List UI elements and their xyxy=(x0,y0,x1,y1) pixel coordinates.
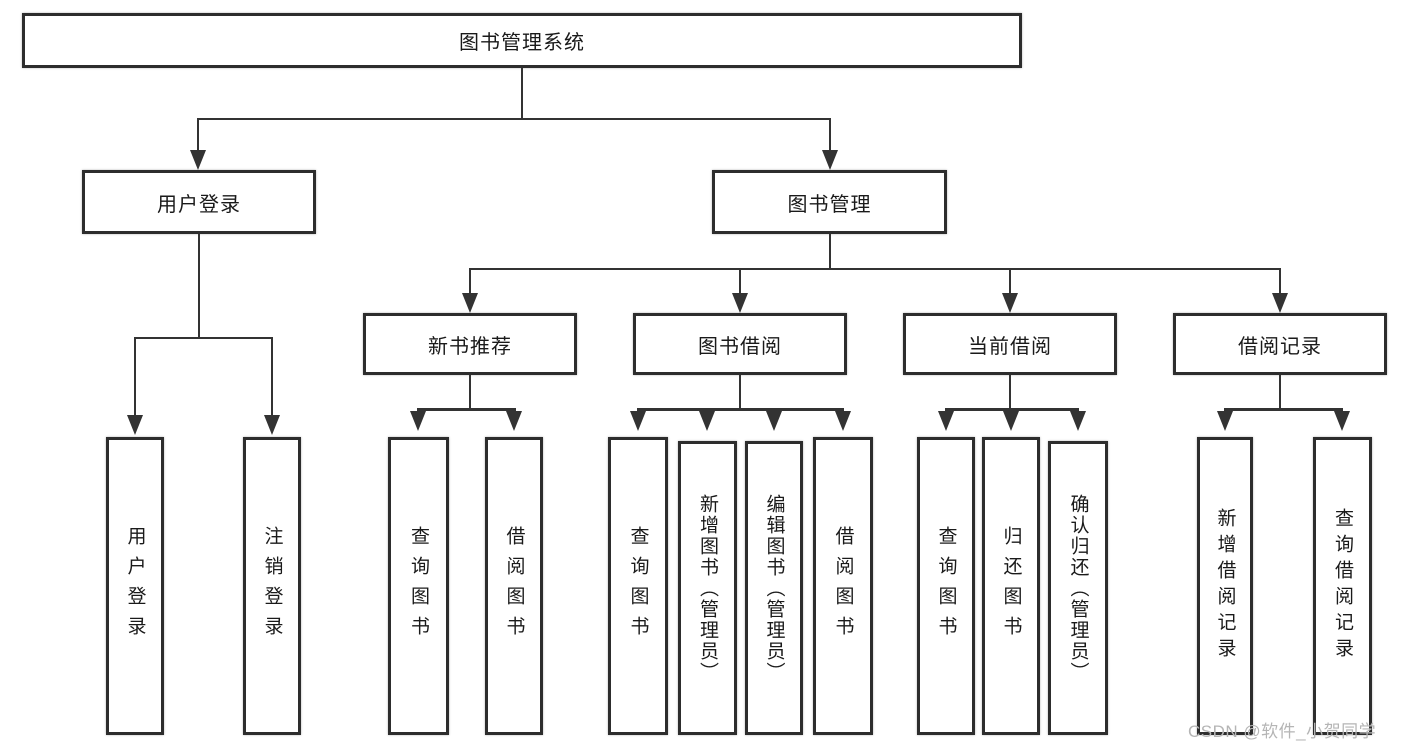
arrowhead-icon xyxy=(1334,411,1350,431)
connector-line xyxy=(829,118,831,152)
node-bb-edit-book-label: 编辑图书（管理员） xyxy=(763,493,785,683)
node-bb-add-book-label: 新增图书（管理员） xyxy=(697,493,718,683)
node-logout-label: 注销登录 xyxy=(261,526,283,646)
connector-line xyxy=(945,408,1079,411)
connector-line xyxy=(271,337,273,415)
connector-line xyxy=(197,118,831,120)
arrowhead-icon xyxy=(462,293,478,313)
node-br-add-record: 新增借阅记录 xyxy=(1197,437,1253,735)
node-book-borrow-label: 图书借阅 xyxy=(698,335,782,358)
arrowhead-icon xyxy=(264,415,280,435)
arrowhead-icon xyxy=(630,411,646,431)
csdn-watermark: CSDN @软件_小贺同学 xyxy=(1188,722,1377,741)
node-bb-query-book: 查询图书 xyxy=(608,437,668,735)
node-rec-query-book: 查询图书 xyxy=(388,437,449,735)
node-cb-query-book: 查询图书 xyxy=(917,437,975,735)
arrowhead-icon xyxy=(410,411,426,431)
arrowhead-icon xyxy=(699,411,715,431)
connector-line xyxy=(1009,268,1011,294)
node-current-borrow: 当前借阅 xyxy=(903,313,1117,375)
arrowhead-icon xyxy=(835,411,851,431)
node-br-add-record-label: 新增借阅记录 xyxy=(1214,508,1236,664)
connector-line xyxy=(469,268,471,294)
arrowhead-icon xyxy=(732,293,748,313)
node-cb-return-book-label: 归还图书 xyxy=(1000,526,1022,646)
connector-line xyxy=(198,234,200,337)
arrowhead-icon xyxy=(938,411,954,431)
node-logout: 注销登录 xyxy=(243,437,301,735)
connector-line xyxy=(197,118,199,152)
connector-line xyxy=(469,268,1281,270)
arrowhead-icon xyxy=(1003,411,1019,431)
node-cb-confirm-return-label: 确认归还（管理员） xyxy=(1067,493,1089,683)
node-user-login: 用户登录 xyxy=(106,437,164,735)
node-bb-add-book: 新增图书（管理员） xyxy=(678,441,737,735)
node-root: 图书管理系统 xyxy=(22,13,1022,68)
node-borrow-record: 借阅记录 xyxy=(1173,313,1387,375)
connector-line xyxy=(134,337,273,339)
connector-line xyxy=(134,337,136,415)
node-root-label: 图书管理系统 xyxy=(459,32,585,54)
connector-line xyxy=(417,408,516,411)
node-cb-query-book-label: 查询图书 xyxy=(935,526,957,646)
arrowhead-icon xyxy=(1217,411,1233,431)
node-bb-borrow-book: 借阅图书 xyxy=(813,437,873,735)
node-borrow-record-label: 借阅记录 xyxy=(1238,335,1322,358)
node-book-mgmt: 图书管理 xyxy=(712,170,947,234)
node-book-mgmt-label: 图书管理 xyxy=(787,193,872,216)
connector-line xyxy=(521,68,523,118)
node-rec-query-book-label: 查询图书 xyxy=(408,526,429,646)
node-rec-borrow-book-label: 借阅图书 xyxy=(503,526,525,646)
connector-line xyxy=(1224,408,1343,411)
node-br-query-record: 查询借阅记录 xyxy=(1313,437,1372,735)
arrowhead-icon xyxy=(766,411,782,431)
connector-line xyxy=(469,375,471,408)
arrowhead-icon xyxy=(506,411,522,431)
node-br-query-record-label: 查询借阅记录 xyxy=(1332,508,1353,664)
node-cb-confirm-return: 确认归还（管理员） xyxy=(1048,441,1108,735)
connector-line xyxy=(637,408,844,411)
node-book-borrow: 图书借阅 xyxy=(633,313,847,375)
node-user-login-group: 用户登录 xyxy=(82,170,316,234)
connector-line xyxy=(1279,375,1281,408)
arrowhead-icon xyxy=(822,150,838,170)
connector-line xyxy=(739,375,741,408)
connector-line xyxy=(1279,268,1281,294)
arrowhead-icon xyxy=(1272,293,1288,313)
arrowhead-icon xyxy=(127,415,143,435)
node-current-borrow-label: 当前借阅 xyxy=(968,335,1052,358)
node-rec-borrow-book: 借阅图书 xyxy=(485,437,543,735)
node-new-book-rec-label: 新书推荐 xyxy=(428,335,512,358)
connector-line xyxy=(1009,375,1011,408)
node-new-book-rec: 新书推荐 xyxy=(363,313,577,375)
node-bb-edit-book: 编辑图书（管理员） xyxy=(745,441,803,735)
node-bb-borrow-book-label: 借阅图书 xyxy=(832,526,854,646)
node-bb-query-book-label: 查询图书 xyxy=(627,526,649,646)
node-cb-return-book: 归还图书 xyxy=(982,437,1040,735)
arrowhead-icon xyxy=(190,150,206,170)
connector-line xyxy=(829,234,831,268)
node-user-login-group-label: 用户登录 xyxy=(157,193,241,216)
arrowhead-icon xyxy=(1002,293,1018,313)
arrowhead-icon xyxy=(1070,411,1086,431)
node-user-login-label: 用户登录 xyxy=(124,526,146,646)
connector-line xyxy=(739,268,741,294)
